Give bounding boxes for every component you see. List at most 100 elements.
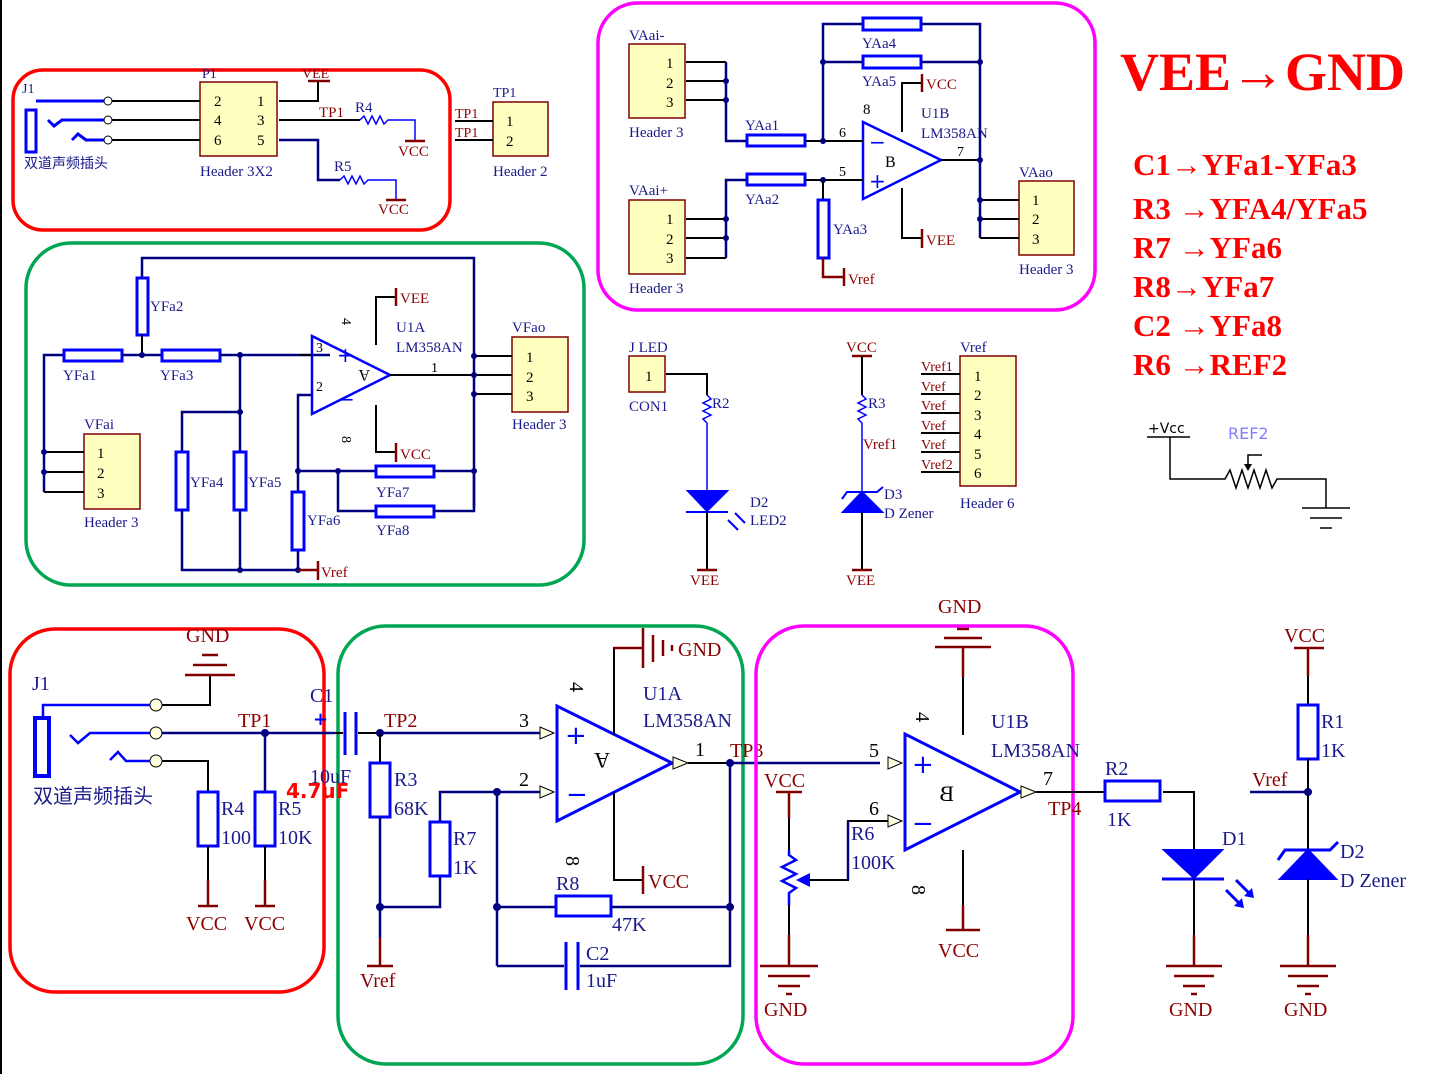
pin-label: 1 — [257, 94, 265, 110]
tp-header-block: TP1 TP1 TP1 1 2 Header 2 — [455, 86, 549, 180]
pin-label: 2 — [214, 94, 222, 110]
vref-label: Vref — [848, 272, 875, 288]
pin-label: 5 — [257, 133, 265, 149]
yfa4-resistor — [174, 450, 190, 512]
pin-label: 1 — [645, 369, 653, 385]
vee-label: VEE — [302, 67, 329, 82]
r3-resistor — [368, 761, 392, 819]
polarity-plus: + — [313, 709, 328, 730]
pin-label: 1 — [526, 350, 534, 366]
yfa8-label: YFa8 — [376, 523, 409, 539]
pin-label: 6 — [974, 466, 982, 482]
pin-3: 3 — [316, 341, 323, 356]
jack-ref: J1 — [22, 82, 34, 97]
c1-value: 10uF — [310, 766, 351, 788]
led-d1-icon — [1161, 849, 1225, 880]
opamp-part: LM358AN — [921, 126, 988, 142]
jack-name: 双道声频插头 — [24, 156, 108, 172]
r7-value: 1K — [453, 857, 478, 879]
pin-label: 3 — [526, 389, 534, 405]
net-label: Vref1 — [921, 360, 953, 375]
pin-2: 2 — [316, 380, 323, 395]
yaa1-label: YAa1 — [745, 118, 779, 134]
vcc-label: VCC — [1284, 625, 1325, 647]
jack-ref: J1 — [32, 673, 50, 695]
r2-value: 1K — [1107, 809, 1132, 831]
pin-label: 1 — [666, 56, 674, 72]
gnd-label: GND — [938, 596, 981, 618]
minus-sign: − — [912, 809, 934, 839]
plus-sign: + — [912, 750, 934, 780]
pin-6: 6 — [869, 798, 879, 820]
yfa4-label: YFa4 — [190, 475, 224, 491]
r2-label: R2 — [1105, 758, 1128, 780]
r4-resistor — [196, 790, 220, 848]
notes-title: VEE→GND — [1120, 42, 1405, 102]
yfa3-resistor — [160, 348, 222, 363]
pin-label: 1 — [506, 114, 514, 130]
r5-value: 10K — [278, 827, 313, 849]
header-name: Header 6 — [960, 496, 1015, 512]
bottom-amp-block: + C1 10uF 4.7uF TP2 R3 68K Vref R7 1K R8… — [286, 624, 880, 1066]
r5-resistor — [339, 174, 397, 200]
yfa2-resistor — [135, 276, 150, 337]
note-line: R3 →YFA4/YFa5 — [1133, 191, 1367, 226]
vaao-ref: VAao — [1019, 165, 1053, 181]
yaa5-resistor — [861, 54, 923, 70]
pin-label: 4 — [974, 427, 982, 443]
pin-label: 2 — [666, 76, 674, 92]
yaa2-resistor — [745, 172, 807, 187]
pin-5: 5 — [839, 165, 846, 180]
r3-resistor — [856, 394, 868, 491]
r4-resistor — [359, 114, 416, 141]
vref-header-block: Vref Vref1 Vref Vref Vref Vref Vref2 1 2… — [921, 340, 1017, 512]
pin-8: 8 — [338, 436, 353, 443]
vfao-header — [511, 336, 569, 413]
yaa1-resistor — [745, 133, 807, 148]
r7-resistor — [428, 820, 452, 878]
vee-label: VEE — [400, 291, 429, 307]
r5-resistor — [253, 790, 277, 848]
pin-1: 1 — [695, 739, 705, 761]
wiper-arrow-icon — [796, 873, 810, 887]
yaa4-label: YAa4 — [862, 36, 897, 52]
r5-label: R5 — [278, 798, 301, 820]
yfa7-resistor — [374, 464, 436, 479]
pin-label: 1 — [1032, 193, 1040, 209]
opamp-ref: U1B — [921, 106, 949, 122]
top-led-block: J LED 1 CON1 R2 D2 LED2 VEE — [628, 340, 787, 589]
r1-label: R1 — [1321, 711, 1344, 733]
opamp-part: LM358AN — [396, 340, 463, 356]
vfai-ref: VFai — [84, 417, 114, 433]
r8-value: 47K — [612, 914, 647, 936]
ref2-potentiometer-sketch: +Vcc REF2 — [1147, 421, 1350, 529]
r2-label: R2 — [712, 396, 730, 412]
net-label: Vref — [921, 438, 946, 453]
yaa2-label: YAa2 — [745, 192, 779, 208]
net-label: Vref — [921, 399, 946, 414]
opamp-ref: U1B — [991, 711, 1029, 733]
r7-label: R7 — [453, 828, 476, 850]
net-label: Vref2 — [921, 458, 953, 473]
pin-label: 1 — [97, 446, 105, 462]
note-line: R8→YFa7 — [1133, 269, 1274, 304]
header-name: Header 3 — [629, 281, 684, 297]
wiper-arrow-icon — [1244, 464, 1252, 471]
header-name: Header 3 — [1019, 262, 1074, 278]
pin-label: 2 — [526, 370, 534, 386]
r5-label: R5 — [334, 159, 352, 175]
pin-8: 8 — [907, 885, 929, 895]
gnd-label: GND — [186, 625, 229, 647]
vref-label: Vref — [360, 970, 396, 992]
bottom-led-block: R2 1K D1 GND — [1103, 758, 1254, 1021]
gnd-symbol — [935, 627, 991, 649]
group-box-red — [11, 68, 452, 232]
r1-resistor — [1296, 703, 1320, 761]
header-6 — [959, 355, 1017, 487]
note-line: R7 →YFa6 — [1133, 230, 1282, 265]
tp4-label: TP4 — [1048, 798, 1081, 820]
opamp-unit: B — [939, 781, 954, 806]
vaai-pos-ref: VAai+ — [629, 183, 668, 199]
ref2-label: REF2 — [1228, 424, 1269, 443]
header-ref: P1 — [202, 67, 217, 82]
